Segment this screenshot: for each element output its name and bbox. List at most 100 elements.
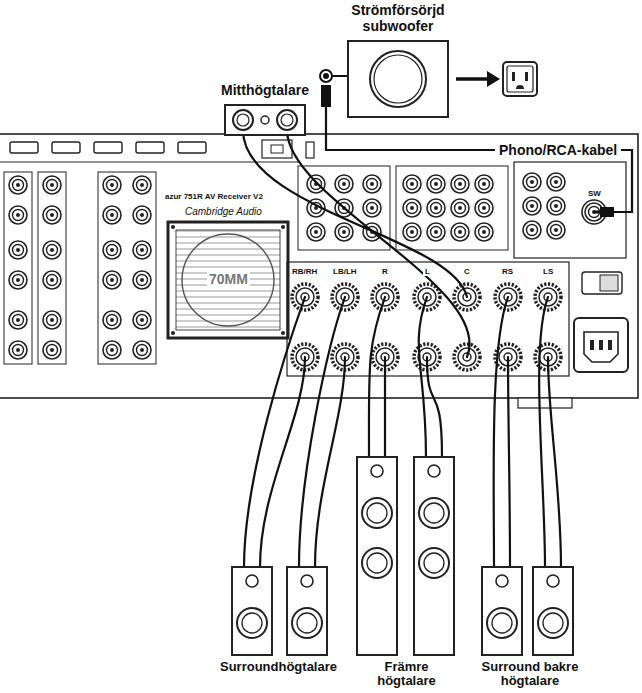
- panel-part: [287, 262, 569, 376]
- panel-part: [43, 311, 61, 329]
- panel-part: [9, 206, 27, 224]
- panel-part: [133, 241, 151, 259]
- speaker-pair: [355, 455, 458, 691]
- panel-part: [427, 199, 445, 217]
- cable-label: Phono/RCA-kabel: [495, 142, 621, 159]
- speaker-driver: [242, 613, 262, 633]
- speaker-wire: [494, 297, 508, 567]
- speaker-driver: [362, 498, 392, 528]
- speaker-driver: [233, 110, 253, 130]
- speaker-tweeter: [301, 575, 313, 587]
- panel-part: [9, 241, 27, 259]
- panel-part: [427, 223, 445, 241]
- panel-part: [307, 223, 325, 241]
- speaker-wire: [419, 297, 427, 457]
- panel-part: [584, 332, 618, 362]
- panel-part: [133, 271, 151, 289]
- panel-part: [133, 176, 151, 194]
- speaker-tweeter: [428, 465, 440, 477]
- speaker-driver: [419, 548, 449, 578]
- panel-part: [585, 203, 603, 221]
- panel-part: [103, 206, 121, 224]
- speaker-driver: [424, 553, 444, 573]
- panel-part: [403, 199, 421, 217]
- panel-part: [133, 206, 151, 224]
- panel-part: [43, 341, 61, 359]
- speaker-driver: [367, 553, 387, 573]
- panel-part: [582, 272, 622, 294]
- panel-part: [507, 66, 533, 92]
- rca-plug: [600, 207, 614, 217]
- panel-part: [599, 340, 603, 350]
- panel-part: [168, 222, 288, 338]
- speaker-cabinet: [287, 567, 327, 655]
- speaker-driver: [277, 110, 297, 130]
- center-speaker: Mitthögtalare: [210, 82, 320, 136]
- speaker-tweeter: [261, 116, 269, 124]
- speaker-tweeter: [371, 465, 383, 477]
- panel-part: [523, 197, 541, 215]
- panel-part: [171, 331, 175, 335]
- panel-part: [547, 221, 565, 239]
- panel-part: [10, 142, 38, 153]
- subwoofer-driver: [374, 55, 422, 103]
- rca-lead: [332, 75, 348, 77]
- panel-part: [514, 162, 626, 258]
- speaker-driver: [487, 608, 517, 638]
- panel-part: [475, 223, 493, 241]
- panel-part: [547, 173, 565, 191]
- speaker-driver: [292, 608, 322, 638]
- speaker-tweeter: [496, 575, 508, 587]
- panel-part: [9, 176, 27, 194]
- panel-part: [9, 311, 27, 329]
- panel-part: [518, 398, 572, 408]
- speaker-cabinet: [357, 457, 397, 655]
- panel-part: [103, 271, 121, 289]
- panel-part: [292, 344, 318, 370]
- speaker-wire: [427, 357, 442, 457]
- speaker-group: Främre högtalare: [355, 455, 458, 691]
- panel-part: [454, 344, 480, 370]
- speaker-wire: [299, 297, 345, 567]
- speaker-wire: [369, 297, 385, 457]
- panel-part: [574, 318, 628, 372]
- panel-part: [372, 344, 398, 370]
- panel-part: [98, 172, 156, 364]
- panel-part: [43, 176, 61, 194]
- panel-part: [94, 142, 122, 153]
- speaker-cabinet: [232, 567, 272, 655]
- panel-label: SW: [586, 189, 603, 198]
- speaker-driver: [367, 503, 387, 523]
- panel-part: [4, 172, 32, 364]
- panel-part: [495, 344, 521, 370]
- panel-label: C: [462, 267, 472, 276]
- speaker-wire: [260, 357, 305, 567]
- panel-part: [292, 284, 318, 310]
- panel-part: [427, 175, 445, 193]
- center-speaker-shape: [210, 104, 320, 136]
- speaker-wire: [315, 357, 345, 567]
- speaker-cabinet: [533, 567, 573, 655]
- panel-part: [171, 225, 175, 229]
- panel-part: [503, 62, 537, 96]
- panel-part: [403, 175, 421, 193]
- speaker-wire: [539, 297, 548, 567]
- panel-part: [43, 271, 61, 289]
- panel-part: [335, 199, 353, 217]
- panel-part: [9, 271, 27, 289]
- node-text: azur 751R AV Receiver V2: [165, 192, 263, 202]
- panel-part: [414, 344, 440, 370]
- panel-part: [512, 72, 515, 81]
- panel-part: [523, 221, 541, 239]
- panel-part: [363, 175, 381, 193]
- panel-part: [454, 284, 480, 310]
- node-text: Surround bakre högtalare: [470, 660, 590, 688]
- panel-part: [43, 206, 61, 224]
- panel-part: [475, 175, 493, 193]
- speaker-group: Surroundhögtalare: [205, 565, 352, 691]
- panel-part: [332, 284, 358, 310]
- panel-part: [414, 284, 440, 310]
- panel-part: [103, 176, 121, 194]
- panel-part: [475, 199, 493, 217]
